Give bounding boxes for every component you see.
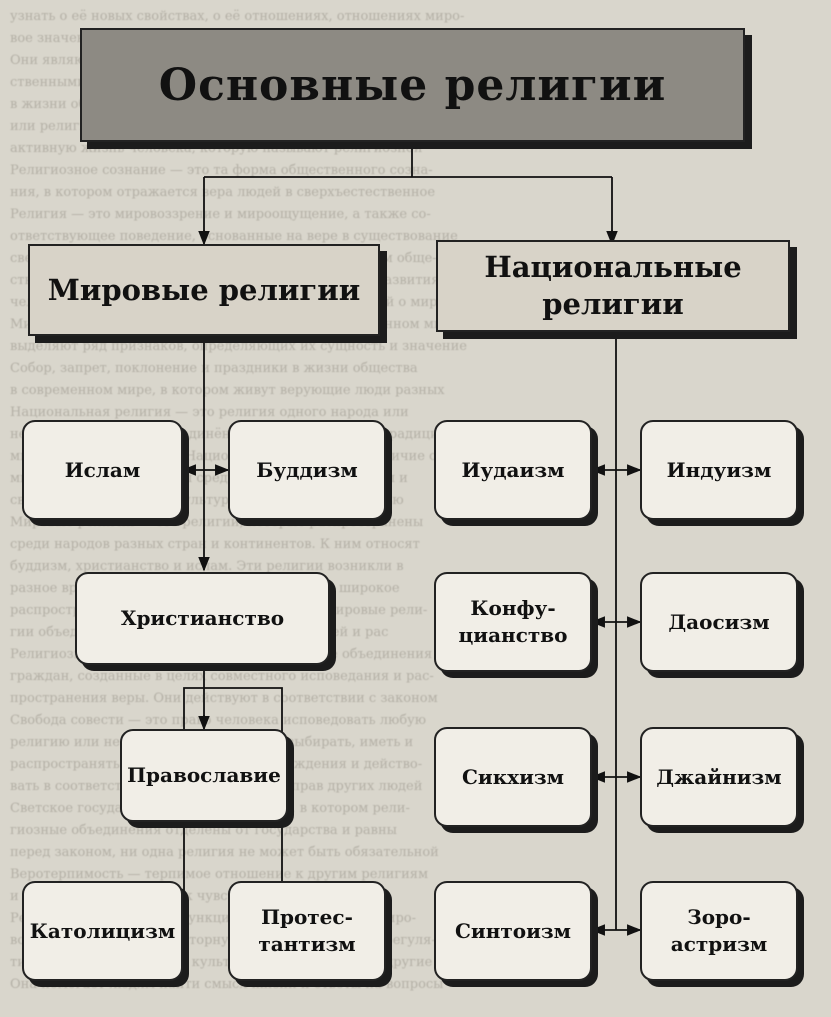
background-text-line: ния, в котором отражается вера людей в с… xyxy=(10,185,436,200)
background-text-line: Религиозное сознание — это та форма обще… xyxy=(10,163,433,178)
background-text-line: Религия — это мировоззрение и мироощущен… xyxy=(10,207,431,222)
background-text-line: в современном мире, в котором живут веру… xyxy=(10,383,445,398)
node-islam: Ислам xyxy=(22,420,183,520)
background-text-line: перед законом, ни одна религия не может … xyxy=(10,845,439,860)
node-sikhism: Сикхизм xyxy=(434,727,592,827)
category-world-religions: Мировые религии xyxy=(28,244,380,336)
node-hinduism: Индуизм xyxy=(640,420,798,520)
background-text-line: активную жизнь человека, которую называю… xyxy=(10,141,423,156)
node-confucianism: Конфу- цианство xyxy=(434,572,592,672)
background-text-line: пространения веры. Они действуют в соотв… xyxy=(10,691,438,706)
background-text-line: Национальная религия — это религия одног… xyxy=(10,405,409,420)
diagram-title: Основные религии xyxy=(80,28,745,142)
background-text-line: Веротерпимость — терпимое отношение к др… xyxy=(10,867,429,882)
node-protestantism: Протес- тантизм xyxy=(228,881,386,981)
node-jainism: Джайнизм xyxy=(640,727,798,827)
node-judaism: Иудаизм xyxy=(434,420,592,520)
background-text-line: узнать о её новых свойствах, о её отноше… xyxy=(10,9,465,24)
background-text-line: выделяют ряд признаков, определяющих их … xyxy=(10,339,467,354)
background-text-line: гиозные объединения отделены от государс… xyxy=(10,823,398,838)
background-text-line: среди народов разных стран и континентов… xyxy=(10,537,420,552)
background-text-line: Собор, запрет, поклонение и праздники в … xyxy=(10,361,418,376)
node-orthodoxy: Православие xyxy=(120,729,288,822)
node-buddhism: Буддизм xyxy=(228,420,386,520)
node-shintoism: Синтоизм xyxy=(434,881,592,981)
background-text-line: ответствующее поведение, основанные на в… xyxy=(10,229,458,244)
background-text-line: Свобода совести — это право человека исп… xyxy=(10,713,427,728)
node-christianity: Христианство xyxy=(75,572,330,665)
background-text-line: граждан, созданные в целях совместного и… xyxy=(10,669,434,684)
node-zoroastrianism: Зоро- астризм xyxy=(640,881,798,981)
category-national-religions: Национальные религии xyxy=(436,240,790,332)
node-catholicism: Католицизм xyxy=(22,881,183,981)
node-taoism: Даосизм xyxy=(640,572,798,672)
connector-title-categories xyxy=(203,142,613,242)
